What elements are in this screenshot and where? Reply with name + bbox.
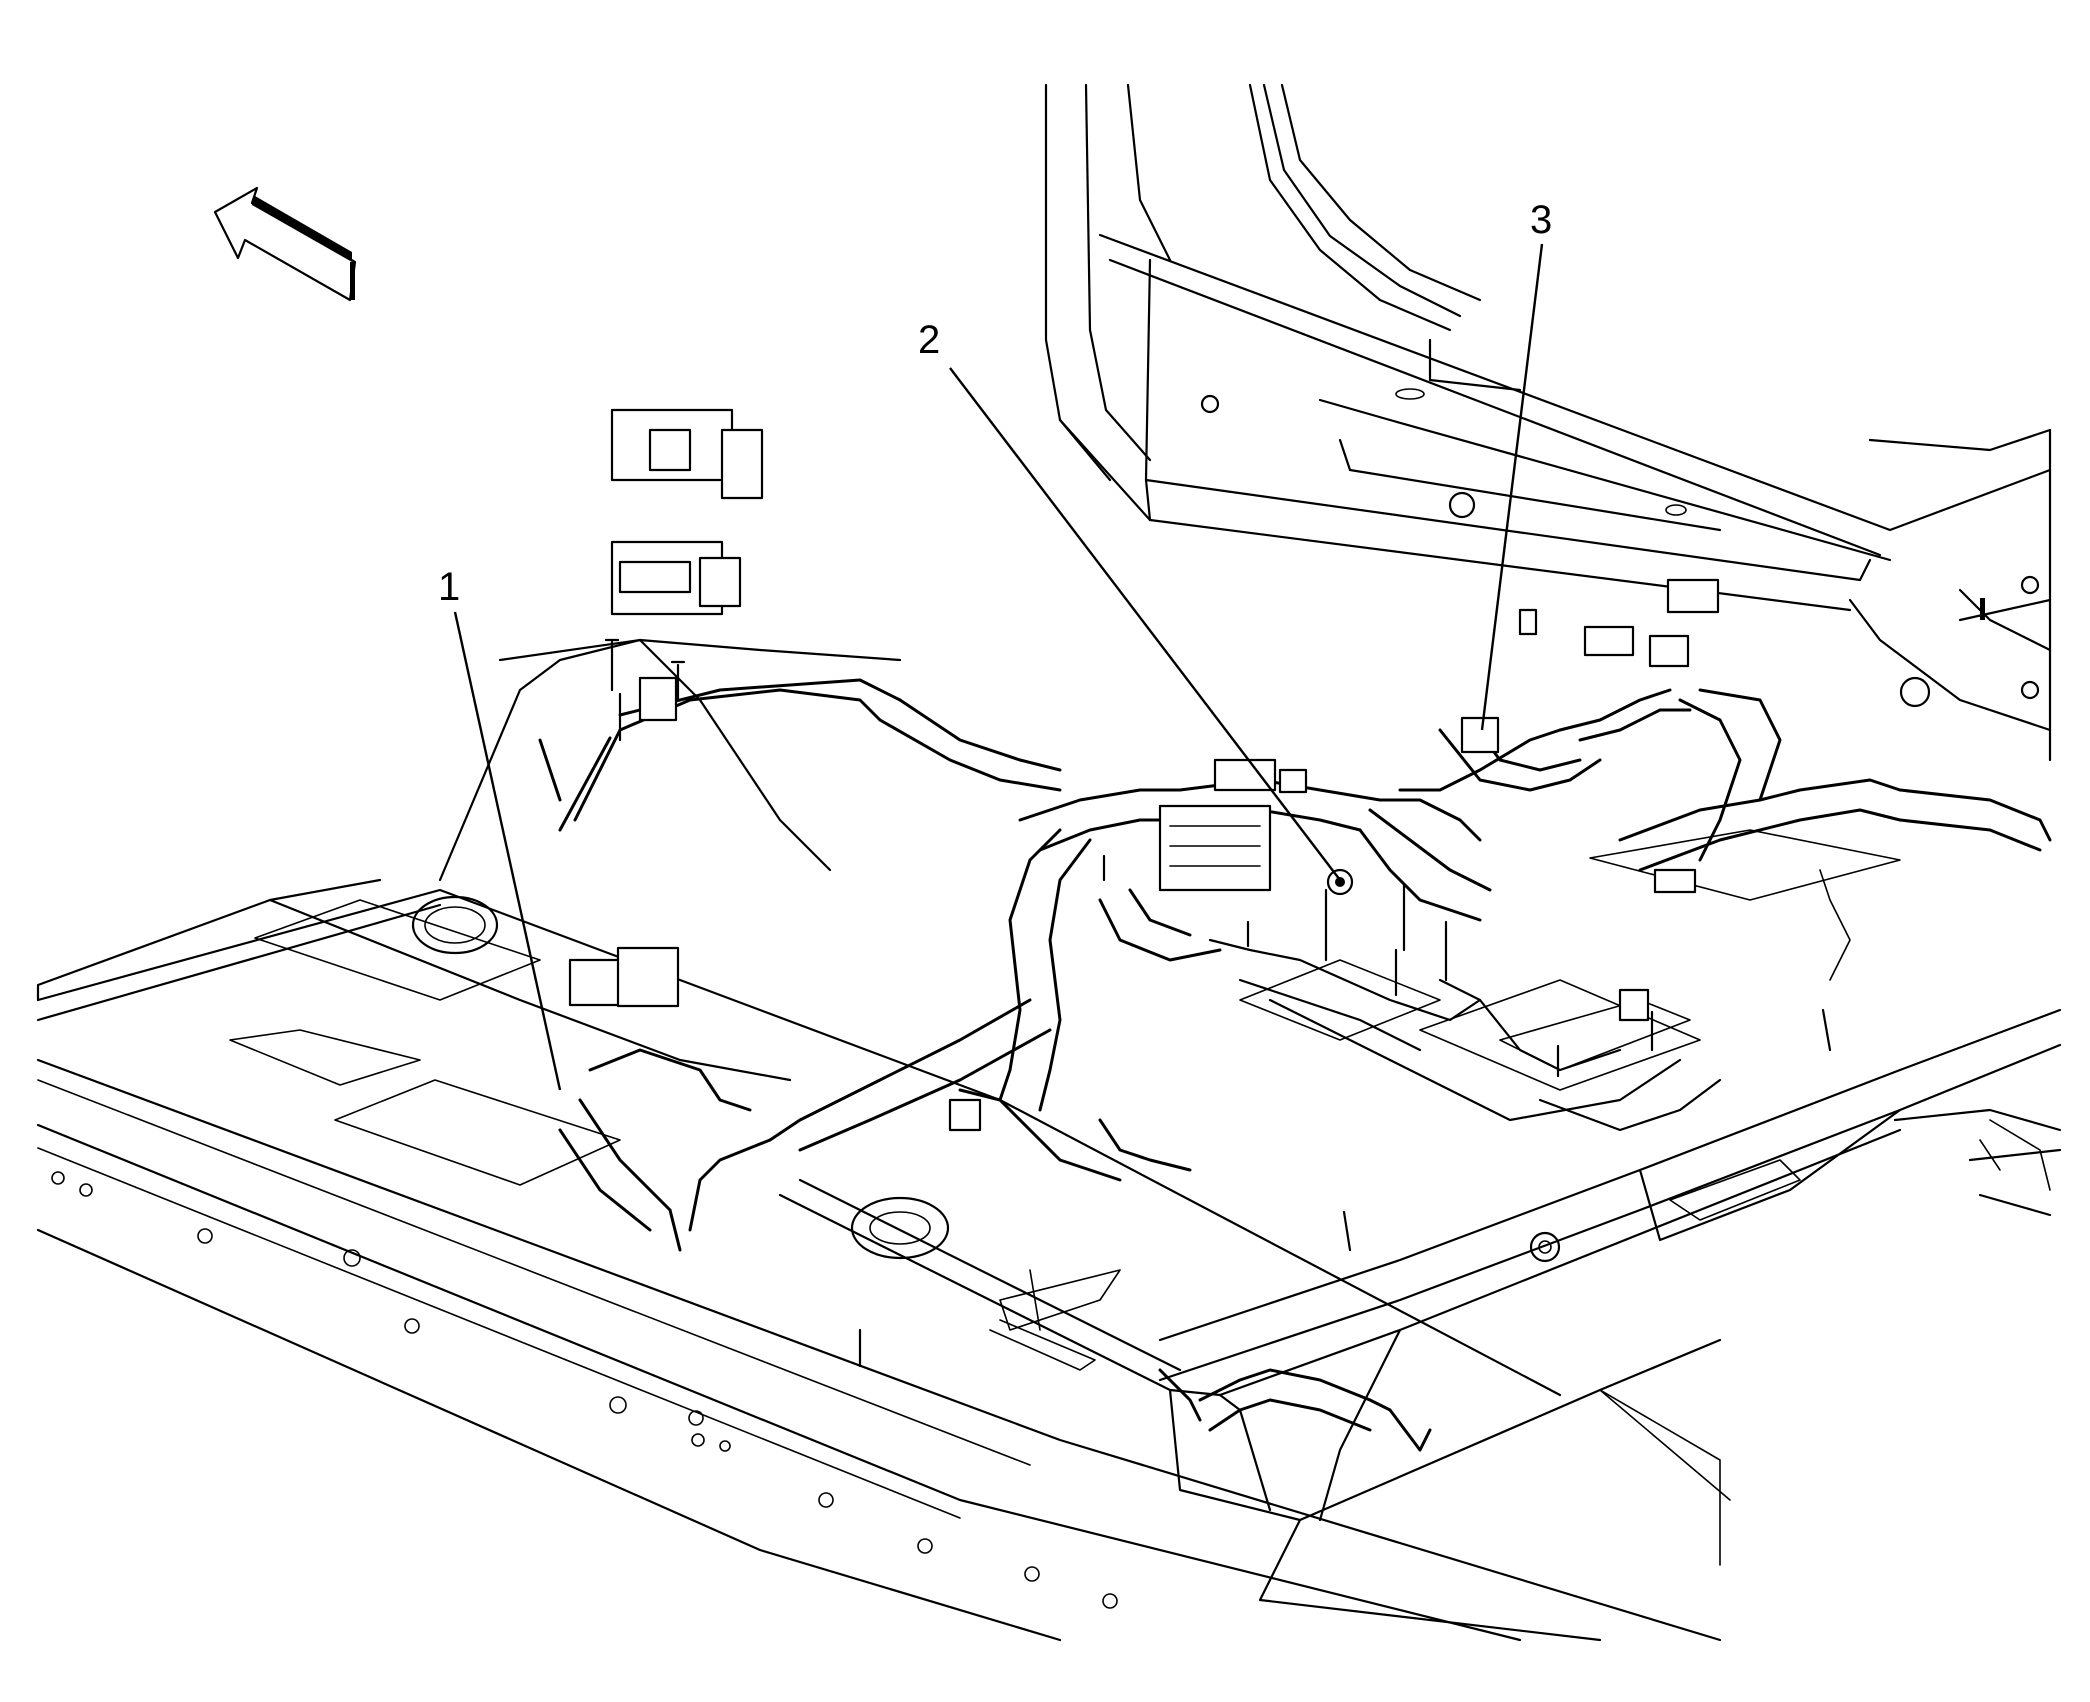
harness-components — [568, 408, 1832, 1368]
connector-rear-3 — [1648, 634, 1690, 668]
connector-left-1 — [638, 676, 678, 722]
connector-lower-2 — [616, 946, 680, 1008]
connector-rear-2 — [1666, 578, 1720, 614]
callout-2-label: 2 — [918, 318, 940, 362]
connector-3 — [1460, 716, 1500, 754]
sill-holes — [51, 1171, 1118, 1609]
floor-pan — [36, 638, 2062, 1642]
connector-rear-4 — [1653, 868, 1697, 894]
callout-3-label: 3 — [1530, 198, 1552, 242]
callout-1: 1 — [438, 565, 562, 1091]
forward-direction-arrow-icon — [213, 186, 357, 302]
rear-body-side — [1044, 83, 2052, 762]
connector-rear-1 — [1583, 625, 1635, 657]
callout-3: 3 — [1480, 198, 1552, 731]
electronic-module — [1158, 804, 1272, 892]
callout-1-label: 1 — [438, 565, 460, 609]
callout-2: 2 — [918, 318, 1341, 881]
